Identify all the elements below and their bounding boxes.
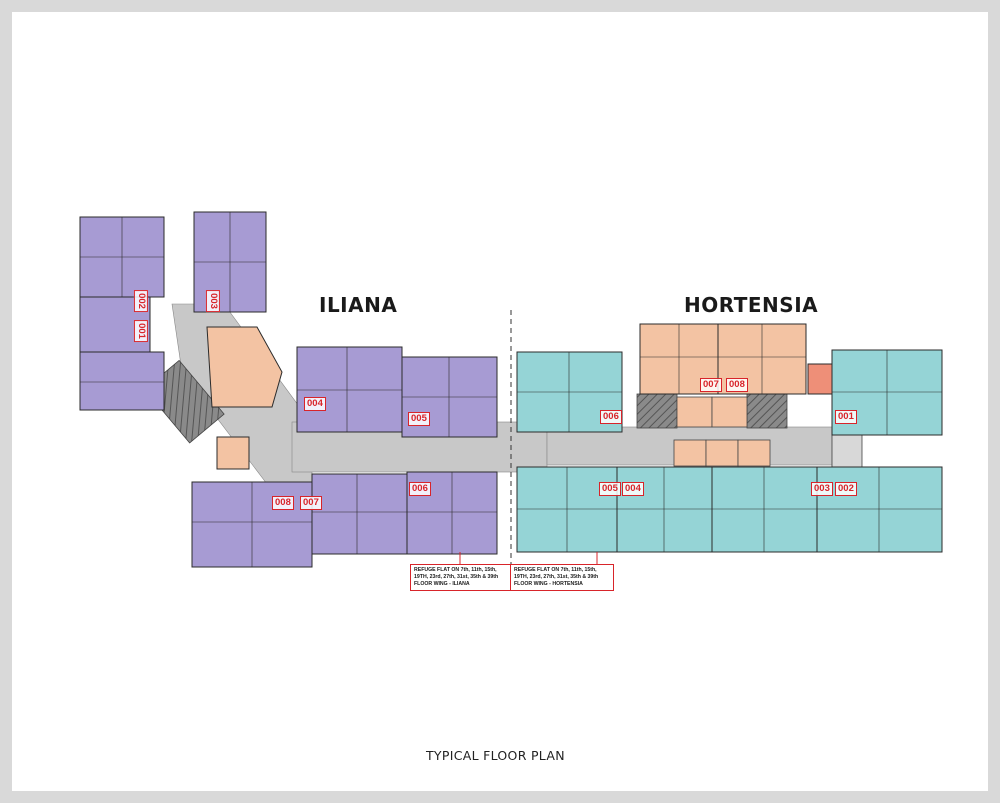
floor-plan-frame: ILIANA HORTENSIA 001 002 003 004 005 006… xyxy=(12,12,988,791)
hortensia-unit-007: 007 xyxy=(700,378,722,392)
refuge-note-iliana: REFUGE FLAT ON 7th, 11th, 15th, 19TH, 23… xyxy=(410,564,514,591)
floor-plan-caption: TYPICAL FLOOR PLAN xyxy=(426,748,565,763)
stair-core xyxy=(144,359,863,469)
iliana-unit-006: 006 xyxy=(409,482,431,496)
iliana-unit-002: 002 xyxy=(133,290,148,312)
iliana-flats xyxy=(79,211,498,568)
refuge-note-hortensia: REFUGE FLAT ON 7th, 11th, 15th, 19TH, 23… xyxy=(510,564,614,591)
room-partitions xyxy=(80,212,942,567)
hortensia-unit-008: 008 xyxy=(726,378,748,392)
hortensia-unit-004: 004 xyxy=(622,482,644,496)
hortensia-unit-006: 006 xyxy=(600,410,622,424)
iliana-unit-008: 008 xyxy=(272,496,294,510)
wing-title-iliana: ILIANA xyxy=(319,293,398,317)
floor-plan-drawing xyxy=(79,211,943,582)
iliana-unit-007: 007 xyxy=(300,496,322,510)
hortensia-unit-003: 003 xyxy=(811,482,833,496)
hortensia-unit-005: 005 xyxy=(599,482,621,496)
iliana-unit-004: 004 xyxy=(304,397,326,411)
hortensia-unit-001: 001 xyxy=(835,410,857,424)
iliana-unit-001: 001 xyxy=(133,320,148,342)
iliana-unit-005: 005 xyxy=(408,412,430,426)
hortensia-flats xyxy=(516,349,943,553)
iliana-unit-003: 003 xyxy=(205,290,220,312)
hortensia-unit-002: 002 xyxy=(835,482,857,496)
wing-title-hortensia: HORTENSIA xyxy=(684,293,819,317)
